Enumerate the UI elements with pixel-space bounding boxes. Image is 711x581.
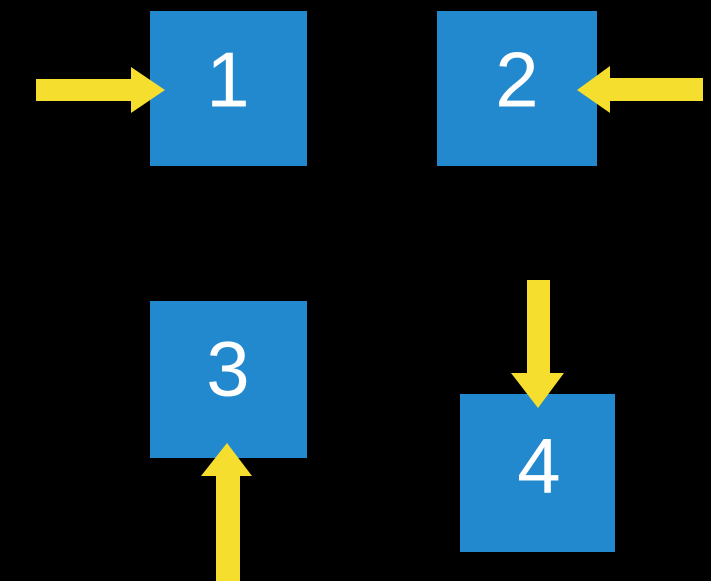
node-2-box[interactable]	[437, 11, 597, 166]
arrow-down-into-node-4-icon	[511, 280, 564, 408]
node-2-label: 2	[495, 36, 538, 124]
node-3[interactable]: 3	[150, 301, 307, 458]
node-1-box[interactable]	[150, 11, 307, 166]
arrow-left-into-node-2-icon	[577, 66, 703, 113]
node-3-box[interactable]	[150, 301, 307, 458]
arrow-right-into-node-1-icon	[36, 67, 165, 113]
node-3-label: 3	[206, 325, 249, 413]
node-4[interactable]: 4	[460, 394, 615, 552]
node-4-box[interactable]	[460, 394, 615, 552]
node-1-label: 1	[206, 36, 249, 124]
node-4-label: 4	[517, 422, 560, 510]
node-1[interactable]: 1	[150, 11, 307, 166]
arrow-up-into-node-3-icon	[201, 443, 252, 581]
node-2[interactable]: 2	[437, 11, 597, 166]
